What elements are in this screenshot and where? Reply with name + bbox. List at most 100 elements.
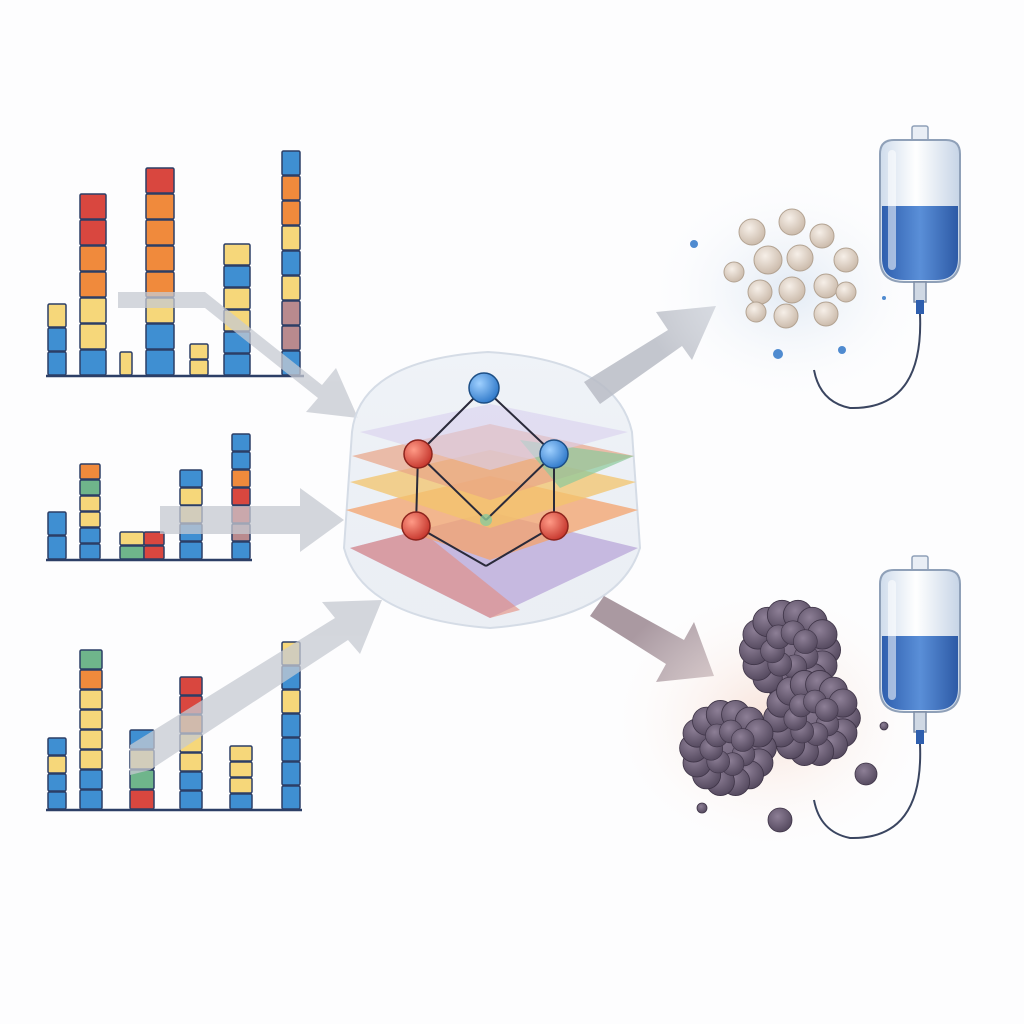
bag-clamp (916, 730, 924, 744)
bar-segment (47, 535, 67, 560)
light-cell (747, 279, 773, 305)
bar-segment (229, 777, 253, 794)
iv-bag-top (813, 125, 961, 410)
bar-segment (179, 541, 203, 560)
bar-segment (281, 200, 301, 226)
bar-segment (281, 275, 301, 301)
bar-segment (79, 219, 107, 246)
light-cell (813, 273, 839, 299)
bar-segment (47, 327, 67, 352)
bar-segment (179, 469, 203, 488)
bar-segment (79, 297, 107, 324)
bar-segment (231, 451, 251, 470)
dark-cell-lobe (793, 629, 818, 654)
bar-segment (145, 245, 175, 272)
iv-bag-bottom (813, 555, 961, 840)
layer-5-accent (350, 530, 520, 618)
bar-segment (79, 769, 103, 790)
bar-segment (281, 175, 301, 201)
dark-debris (854, 762, 878, 786)
bar-segment (189, 359, 209, 376)
bar-segment (47, 791, 67, 810)
bag-fluid (882, 636, 958, 710)
arrow-3 (130, 600, 382, 775)
bag-port (913, 711, 927, 733)
bar-segment (281, 785, 301, 810)
bar-segment (79, 511, 101, 528)
bar-segment (281, 300, 301, 326)
bar-segment (79, 669, 103, 690)
network-nodes (401, 372, 569, 541)
chart-2-bars (47, 433, 251, 560)
node-center (480, 514, 492, 526)
light-cell-cluster (690, 208, 886, 359)
bag-port (913, 281, 927, 303)
bar-segment (179, 790, 203, 810)
bar-segment (143, 531, 165, 546)
dark-cell-lobe (814, 698, 839, 722)
bar-segment (281, 150, 301, 176)
bar-segment (145, 323, 175, 350)
droplet (773, 349, 783, 359)
bar-segment (79, 729, 103, 750)
light-cell (773, 303, 799, 329)
bar-segment (281, 737, 301, 762)
dark-cell-cluster (679, 599, 889, 833)
input-chart-3 (46, 641, 302, 812)
light-cell (778, 208, 806, 236)
light-cell (833, 247, 859, 273)
light-cell (723, 261, 745, 283)
bar-segment (79, 271, 107, 298)
bar-segment (229, 761, 253, 778)
bar-segment (145, 193, 175, 220)
bar-segment (281, 250, 301, 276)
dark-debris (767, 807, 793, 833)
arrow-2 (160, 488, 344, 552)
bar-segment (47, 511, 67, 536)
light-cell (835, 281, 857, 303)
bar-segment (47, 303, 67, 328)
bar-segment (145, 167, 175, 194)
bar-segment (281, 325, 301, 351)
node-right-lower (539, 511, 569, 541)
light-cell (778, 276, 806, 304)
bar-segment (223, 353, 251, 376)
light-cell (738, 218, 766, 246)
bar-segment (79, 495, 101, 512)
bag-fluid (882, 206, 958, 280)
bar-segment (79, 193, 107, 220)
bar-segment (79, 323, 107, 350)
bar-segment (79, 789, 103, 810)
droplet (838, 346, 846, 354)
bar-segment (79, 463, 101, 480)
layer-1 (360, 404, 628, 470)
chart-3-bars (47, 641, 301, 810)
node-left-upper (403, 439, 433, 469)
bar-segment (79, 349, 107, 376)
bar-segment (145, 349, 175, 376)
bar-segment (281, 713, 301, 738)
bar-segment (145, 219, 175, 246)
bar-segment (223, 287, 251, 310)
bar-segment (281, 761, 301, 786)
node-left-lower (401, 511, 431, 541)
bar-segment (119, 531, 145, 546)
bar-segment (47, 755, 67, 774)
bar-segment (47, 737, 67, 756)
bar-segment (143, 545, 165, 560)
bar-segment (47, 351, 67, 376)
bar-segment (179, 752, 203, 772)
bar-segment (231, 487, 251, 506)
bar-segment (179, 771, 203, 791)
bar-segment (223, 265, 251, 288)
bar-segment (229, 745, 253, 762)
bar-segment (119, 351, 133, 376)
node-top (468, 372, 500, 404)
input-chart-2 (46, 433, 252, 562)
iv-tube (813, 743, 922, 840)
droplet (690, 240, 698, 248)
bag-clamp (916, 300, 924, 314)
droplet (882, 296, 886, 300)
bag-highlight (888, 150, 896, 270)
